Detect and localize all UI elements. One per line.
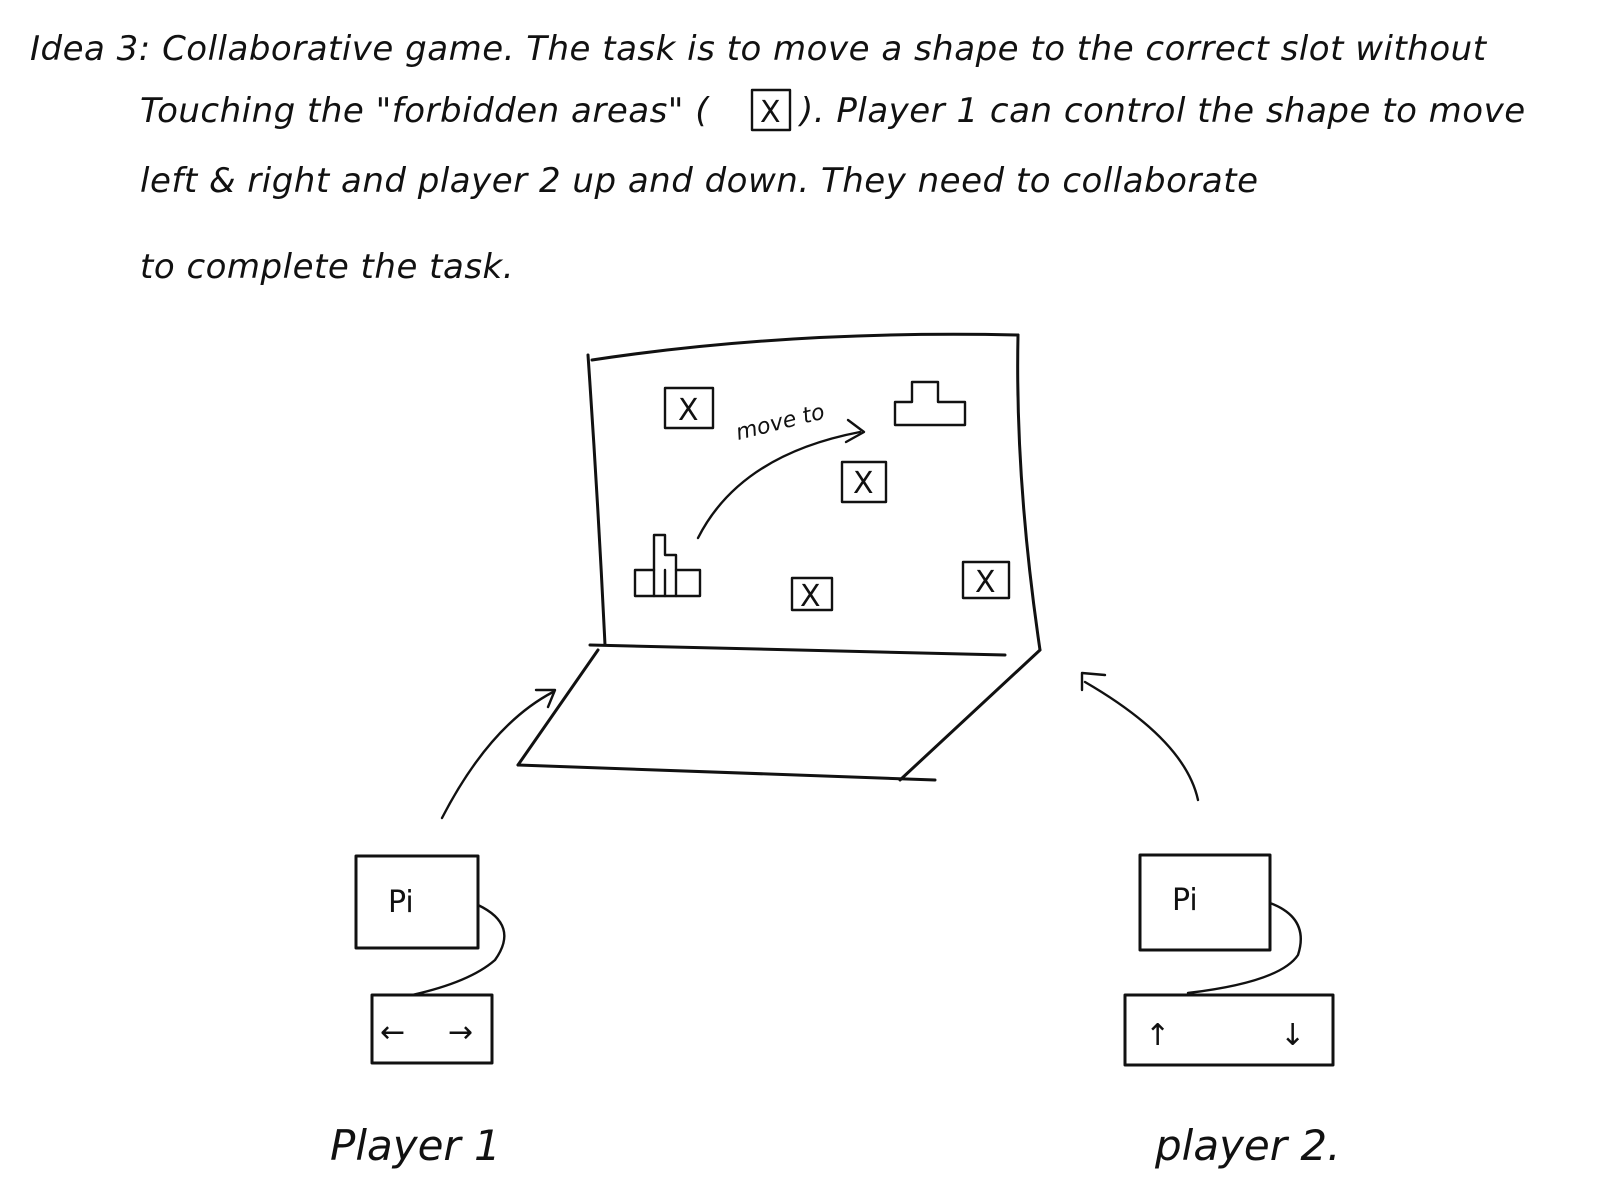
description-line-1: Idea 3: Collaborative game. The task is … (30, 29, 1488, 69)
forbidden-mark: X (975, 565, 996, 600)
base-right-edge (898, 648, 1042, 782)
screen-bottom-edge (588, 643, 1007, 657)
player1-controller: ← → (370, 993, 494, 1065)
forbidden-mark: X (678, 393, 699, 428)
player1-arrow-head (534, 688, 557, 709)
right-arrow-icon: → (448, 1015, 473, 1050)
screen-left-edge (586, 353, 607, 647)
up-arrow-icon: ↑ (1145, 1018, 1170, 1053)
left-arrow-icon: ← (380, 1015, 405, 1050)
movable-shape (633, 533, 702, 598)
player1-pi-device: Pi (354, 854, 480, 950)
screen-top-edge (590, 332, 1020, 362)
player2-arrow-head (1080, 671, 1107, 692)
move-arrow (696, 430, 862, 540)
description-line-2b: ). Player 1 can control the shape to mov… (797, 91, 1526, 131)
forbidden-area: X (663, 386, 715, 430)
forbidden-area: X (840, 460, 888, 504)
player2-pi-label: Pi (1172, 883, 1198, 918)
forbidden-mark: X (800, 579, 821, 614)
description-line-3: left & right and player 2 up and down. T… (140, 161, 1259, 201)
player1-pi-label: Pi (388, 885, 414, 920)
description-line-2a: Touching the "forbidden areas" ( (140, 91, 710, 131)
description-line-4: to complete the task. (140, 247, 514, 287)
move-to-label: move to (733, 400, 827, 446)
move-arrow-head (844, 418, 866, 444)
base-left-edge (516, 648, 600, 767)
player2-pi-device: Pi (1138, 853, 1272, 952)
description-block: Idea 3: Collaborative game. The task is … (30, 29, 1526, 287)
forbidden-mark: X (853, 466, 874, 501)
forbidden-legend-x: X (760, 95, 781, 130)
forbidden-area: X (961, 560, 1011, 600)
player1-cable (410, 903, 506, 997)
player2-cable (1186, 901, 1302, 995)
player2-name: player 2. (1154, 1121, 1340, 1170)
laptop-sketch (516, 332, 1042, 782)
base-front-edge (516, 763, 937, 782)
forbidden-area: X (790, 576, 834, 614)
forbidden-area-legend-icon: X (750, 88, 792, 132)
player2-controller: ↑ ↓ (1123, 993, 1335, 1067)
player1-to-laptop-arrow (440, 690, 555, 820)
player2-to-laptop-arrow (1083, 680, 1200, 802)
screen-right-edge (1016, 333, 1042, 652)
player1-name: Player 1 (330, 1121, 501, 1170)
down-arrow-icon: ↓ (1280, 1018, 1305, 1053)
target-slot-shape (893, 380, 967, 427)
